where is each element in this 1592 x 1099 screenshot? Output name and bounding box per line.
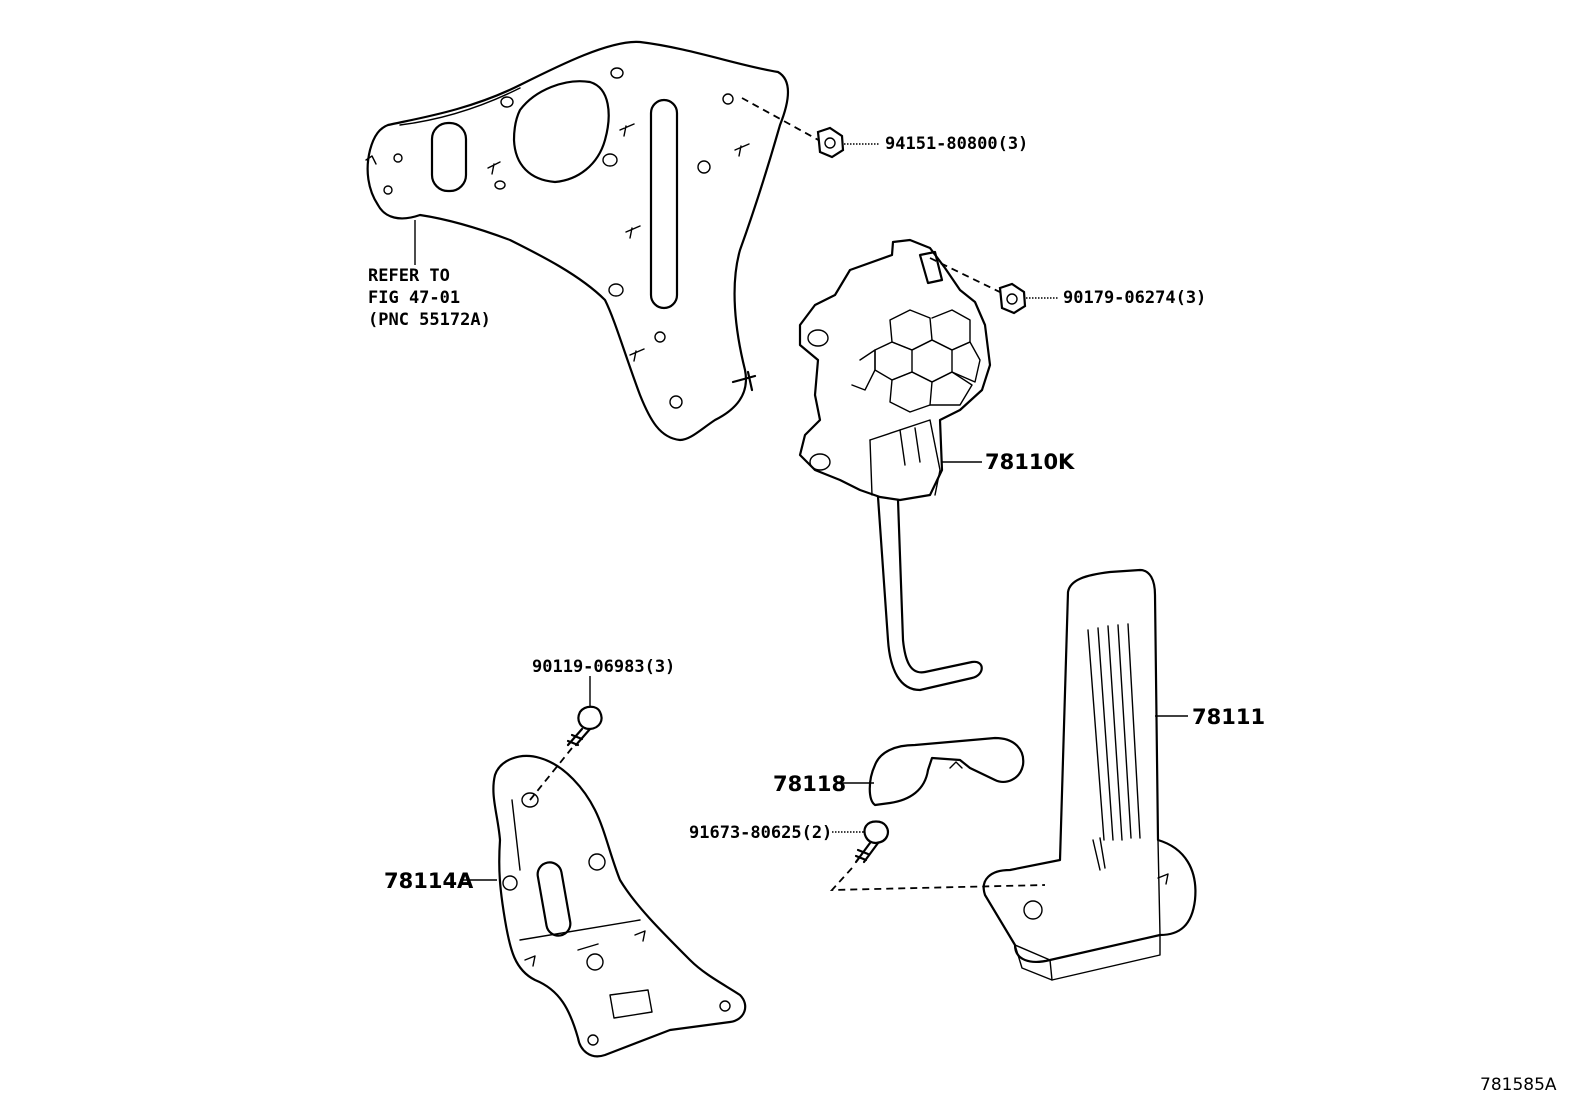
assembly-line-nut-mid xyxy=(929,257,1009,297)
part-number-pedal-assy: 78110K xyxy=(985,450,1075,474)
illustration-id: 781585A xyxy=(1480,1075,1557,1095)
pedal-pad xyxy=(982,568,1197,981)
part-number-pedal-pad: 78111 xyxy=(1192,705,1265,729)
cover-part xyxy=(868,736,1025,807)
refer-line1: REFER TO xyxy=(368,266,450,286)
bolt-icon xyxy=(566,705,603,747)
refer-line3: (PNC 55172A) xyxy=(368,310,491,330)
part-number-cover: 78118 xyxy=(773,772,846,796)
assembly-line-bolt xyxy=(529,747,573,801)
part-number-bracket: 78114A xyxy=(384,869,474,893)
assembly-line-nut-upper xyxy=(741,97,823,143)
part-number-bolt: 90119-06983(3) xyxy=(532,657,675,677)
refer-line2: FIG 47-01 xyxy=(368,288,460,308)
assembly-line-screw xyxy=(829,867,1046,891)
nut-mid-icon xyxy=(998,282,1027,315)
screw-icon xyxy=(854,820,889,864)
dash-panel-bracket xyxy=(365,40,790,442)
pedal-assembly xyxy=(798,238,992,692)
part-number-screw: 91673-80625(2) xyxy=(689,823,832,843)
part-number-nut-upper: 94151-80800(3) xyxy=(885,134,1028,154)
nut-upper-icon xyxy=(816,126,845,159)
bracket-part xyxy=(492,754,747,1058)
part-number-nut-mid: 90179-06274(3) xyxy=(1063,288,1206,308)
